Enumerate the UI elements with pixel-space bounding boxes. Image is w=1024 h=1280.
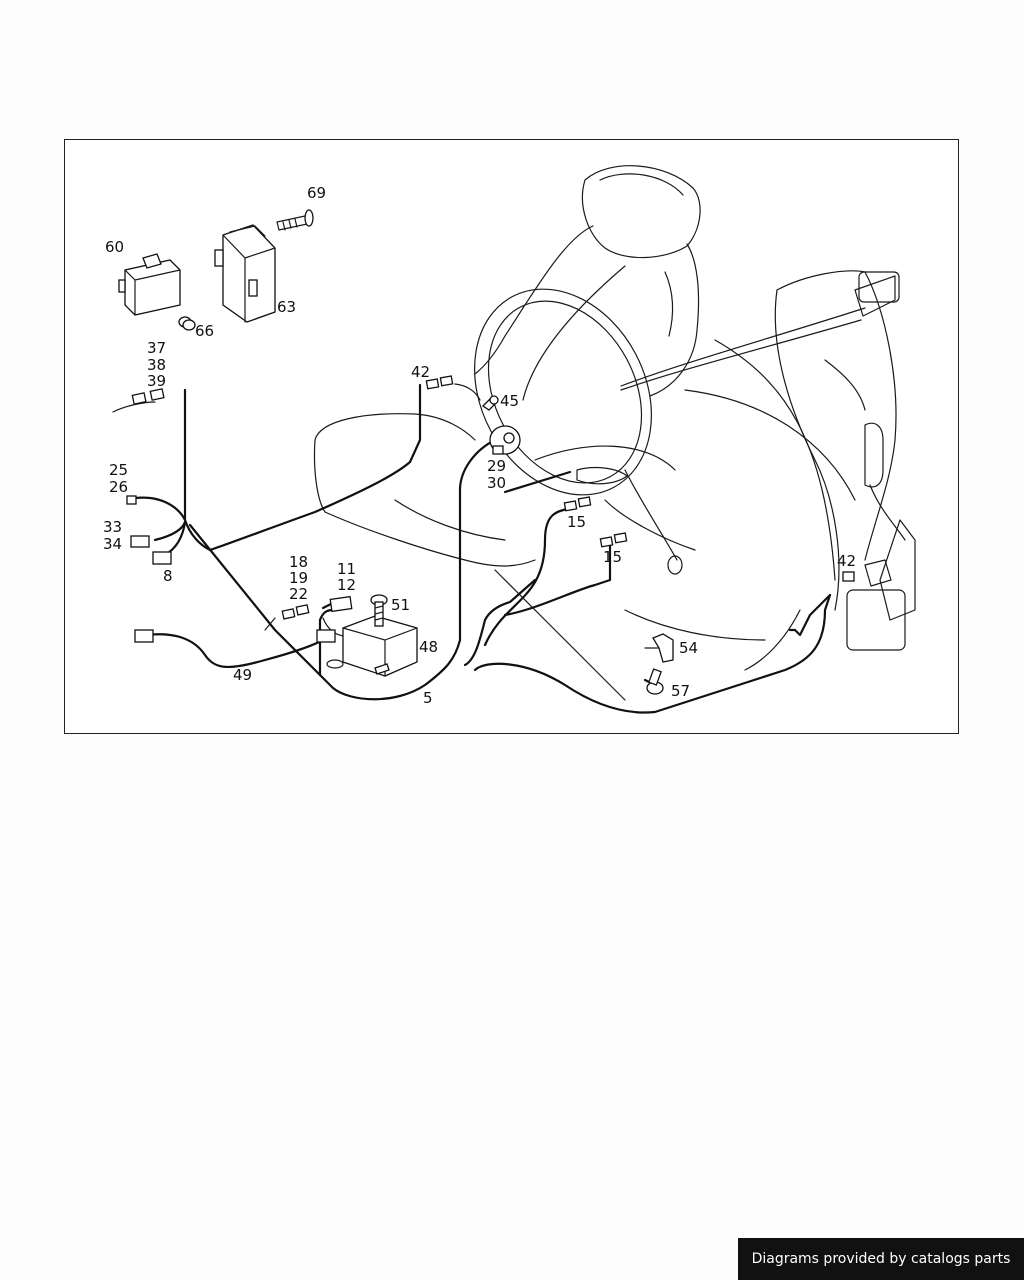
callout-48: 48 [419, 638, 438, 656]
control-unit-63 [214, 224, 276, 323]
callout-51: 51 [391, 596, 410, 614]
callout-11: 11 [337, 560, 356, 578]
clock-spring-29 [489, 425, 521, 455]
callout-45: 45 [500, 392, 519, 410]
bulb-66 [178, 316, 196, 331]
screw-69 [276, 209, 314, 231]
wiring-harness-5 [112, 383, 832, 714]
diagram-credit-badge: Diagrams provided by catalogs parts [738, 1238, 1024, 1280]
callout-12: 12 [337, 576, 356, 594]
seat-headrest [581, 165, 701, 259]
callout-37: 37 [147, 339, 166, 357]
callout-15-lower: 15 [603, 548, 622, 566]
callout-26: 26 [109, 478, 128, 496]
callout-57: 57 [671, 682, 690, 700]
bolt-51 [370, 594, 388, 627]
relay-60 [118, 253, 181, 316]
callout-15-upper: 15 [567, 513, 586, 531]
callout-25: 25 [109, 461, 128, 479]
bracket-54 [644, 633, 674, 663]
callout-19: 19 [289, 569, 308, 587]
wiring-diagram-frame: 69 60 63 66 37 38 39 42 45 25 26 29 30 3… [64, 139, 959, 734]
callout-60: 60 [105, 238, 124, 256]
seatbelt-pretensioner [846, 422, 916, 651]
callout-labels: 69 60 63 66 37 38 39 42 45 25 26 29 30 3… [103, 184, 856, 707]
callout-63: 63 [277, 298, 296, 316]
callout-30: 30 [487, 474, 506, 492]
diagram-credit-text: Diagrams provided by catalogs parts [751, 1251, 1011, 1267]
callout-34: 34 [103, 535, 122, 553]
callout-49: 49 [233, 666, 252, 684]
floor-and-tunnel [494, 339, 856, 701]
callout-38: 38 [147, 356, 166, 374]
connector-45 [481, 395, 499, 411]
seat-backrest [474, 225, 700, 401]
callout-5: 5 [423, 689, 433, 707]
airbag-control-module-48 [342, 615, 418, 677]
seatbelt [620, 271, 900, 391]
callout-18: 18 [289, 553, 308, 571]
steering-wheel [474, 288, 683, 575]
callout-66: 66 [195, 322, 214, 340]
callout-69: 69 [307, 184, 326, 202]
callout-39: 39 [147, 372, 166, 390]
ground-screw-57 [646, 668, 664, 695]
callout-42-top: 42 [411, 363, 430, 381]
harness-connectors [126, 375, 855, 643]
callout-33: 33 [103, 518, 122, 536]
callout-22: 22 [289, 585, 308, 603]
ring-terminal [326, 659, 344, 669]
callout-8: 8 [163, 567, 173, 585]
passenger-seat [604, 270, 897, 611]
callout-54: 54 [679, 639, 698, 657]
callout-42-right: 42 [837, 552, 856, 570]
wiring-diagram-illustration: 69 60 63 66 37 38 39 42 45 25 26 29 30 3… [103, 165, 916, 714]
callout-29: 29 [487, 457, 506, 475]
